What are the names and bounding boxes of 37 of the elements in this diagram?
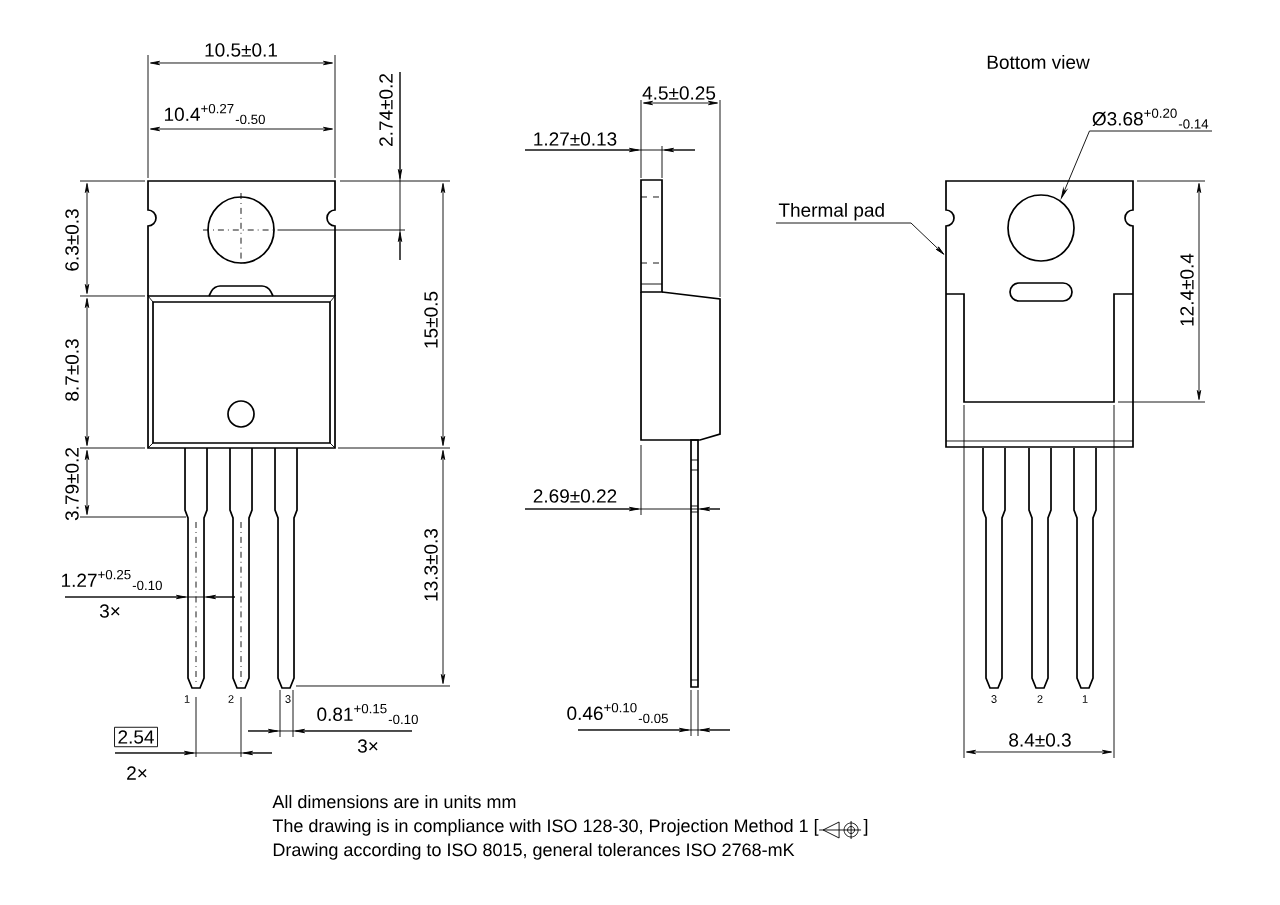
dimension-label: 1.27±0.13 [534, 132, 617, 146]
dimension-label: 2.74±0.2 [379, 74, 393, 146]
leader-line [775, 222, 945, 255]
pin-number: 2 [228, 695, 234, 703]
callout-text: Thermal pad [778, 202, 884, 221]
note-text: The drawing is in compliance with ISO 128-30, Projection Method 1 [ [272, 818, 819, 836]
dimension-label: 8.7±0.3 [65, 339, 79, 401]
dimension-label: 8.4±0.3 [1009, 733, 1071, 747]
dimension-label: Ø3.68$^{+0.20}$-0.14 [1092, 108, 1209, 129]
pin-number: 1 [1082, 695, 1088, 703]
dimension-label: 15±0.5 [424, 291, 438, 348]
leader-line [1060, 130, 1213, 199]
pin-number: 3 [991, 695, 997, 703]
dimension-label: 0.46$^{+0.10}$-0.05 [567, 702, 668, 724]
mounting-hole [1007, 194, 1075, 262]
multiplier-label: 3× [99, 604, 120, 618]
bottom-view-drawing [945, 180, 1134, 689]
dimension-label: 2.69±0.22 [533, 489, 617, 503]
multiplier-label: 2× [127, 766, 147, 780]
pin-number: 2 [1037, 695, 1043, 703]
basic-dimension: 2.54 [114, 726, 158, 748]
note-text: All dimensions are in units mm [272, 794, 516, 809]
pin-number: 3 [285, 695, 291, 703]
note-text: Drawing according to ISO 8015, general tolerances ISO 2768-mK [273, 842, 795, 860]
dimension-label: 1.27$^{+0.25}$-0.10 [62, 569, 162, 591]
dimension-label: 10.4$^{+0.27}$-0.50 [165, 103, 265, 125]
bracket-text: ] [863, 818, 868, 836]
dimension-label: 12.4±0.4 [1180, 253, 1194, 326]
dimension-label: 4.5±0.25 [642, 86, 716, 100]
pin-number: 1 [184, 695, 190, 703]
dimension-label: 10.5±0.1 [205, 43, 277, 57]
view-title: Bottom view [987, 55, 1090, 69]
dimension-label: 3.79±0.2 [65, 448, 79, 521]
dimension-label: 6.3±0.3 [65, 209, 79, 271]
multiplier-label: 3× [357, 739, 378, 753]
dimension-label: 13.3±0.3 [424, 528, 438, 601]
dimension-label: 0.81$^{+0.15}$-0.10 [317, 703, 418, 725]
